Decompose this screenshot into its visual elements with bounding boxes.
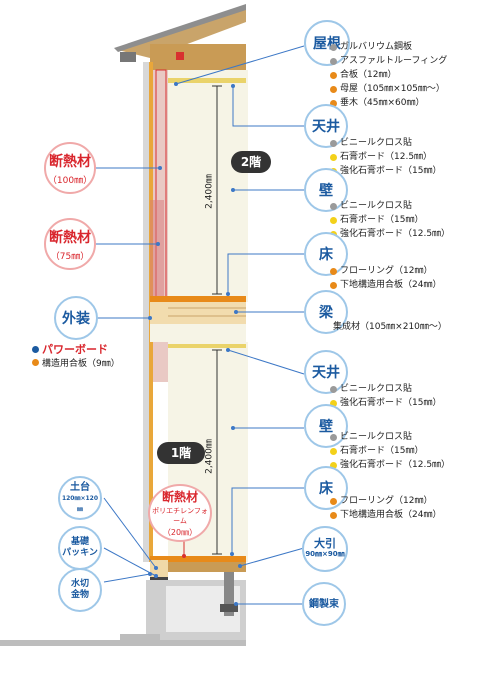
- roof-beam: [150, 44, 246, 70]
- bubble-beam: 梁: [304, 290, 348, 334]
- spec-wall-2f: ビニールクロス貼 石膏ボード（15㎜） 強化石膏ボード（12.5㎜）: [330, 199, 450, 241]
- dodai-block: [150, 560, 168, 578]
- roof-steel: [114, 4, 246, 52]
- bubble-wall-2f: 壁: [304, 168, 348, 212]
- bubble-mizukiri: 水切金物: [58, 568, 102, 612]
- power-board-label: パワーボード: [32, 341, 108, 357]
- spec-roof: ガルバリウム鋼板 アスファルトルーフィング 合板（12㎜） 母屋（105㎜×10…: [330, 40, 447, 110]
- beam-block: [150, 302, 246, 324]
- bubble-packing: 基礎パッキン: [58, 526, 102, 570]
- ceiling-board-1f: [168, 344, 246, 348]
- obiki-beam: [150, 562, 246, 572]
- floor-label-1f: 1階: [157, 442, 205, 464]
- ground-line: [0, 640, 246, 646]
- bubble-ceiling-1f: 天井: [304, 350, 348, 394]
- floor-2f-board: [150, 296, 246, 302]
- spec-ceiling-1f: ビニールクロス貼 強化石膏ボード（15㎜）: [330, 382, 441, 410]
- spec-wall-1f: ビニールクロス貼 石膏ボード（15㎜） 強化石膏ボード（12.5㎜）: [330, 430, 450, 472]
- height-1f: 2,400㎜: [204, 439, 215, 474]
- spec-floor-1f: フローリング（12㎜） 下地構造用合板（24㎜）: [330, 494, 441, 522]
- insulation-marker-top: [176, 52, 184, 60]
- plywood-label: 構造用合板（9㎜）: [32, 356, 120, 369]
- floor-1f-board: [150, 556, 246, 562]
- orange-dot-icon: [330, 71, 337, 79]
- spec-ceiling-2f: ビニールクロス貼 石膏ボード（12.5㎜） 強化石膏ボード（15㎜）: [330, 136, 441, 178]
- bubble-wall-1f: 壁: [304, 404, 348, 448]
- steel-post: [224, 572, 234, 616]
- exterior-power-board: [143, 62, 149, 562]
- gutter: [120, 52, 136, 62]
- packing-block: [150, 577, 168, 581]
- interior-2f-wall: [168, 70, 248, 302]
- ceiling-board-2f: [168, 78, 246, 83]
- bubble-floor-1f: 床: [304, 466, 348, 510]
- blue-dot-icon: [32, 346, 39, 353]
- spec-floor-2f: フローリング（12㎜） 下地構造用合板（24㎜）: [330, 264, 441, 292]
- insulation-1f: [153, 342, 168, 382]
- bubble-insulation-foam: 断熱材 ポリエチレンフォーム （20㎜）: [148, 484, 212, 542]
- bubble-exterior: 外装: [54, 296, 98, 340]
- floor-label-2f: 2階: [231, 151, 271, 173]
- grey-dot-icon: [330, 57, 337, 65]
- spec-beam: 集成材（105㎜×210㎜〜）: [333, 322, 447, 332]
- grey-dot-icon: [330, 43, 337, 51]
- orange-dot-icon: [330, 99, 337, 107]
- orange-dot-icon: [330, 85, 337, 93]
- ceiling-space-1f: [150, 324, 246, 342]
- bubble-floor-2f: 床: [304, 232, 348, 276]
- bubble-steel-post: 鋼製束: [302, 582, 346, 626]
- bubble-insulation-100: 断熱材（100㎜）: [44, 142, 96, 194]
- bubble-ceiling-2f: 天井: [304, 104, 348, 148]
- height-2f: 2,400㎜: [204, 174, 215, 209]
- bubble-insulation-75: 断熱材（75㎜）: [44, 218, 96, 270]
